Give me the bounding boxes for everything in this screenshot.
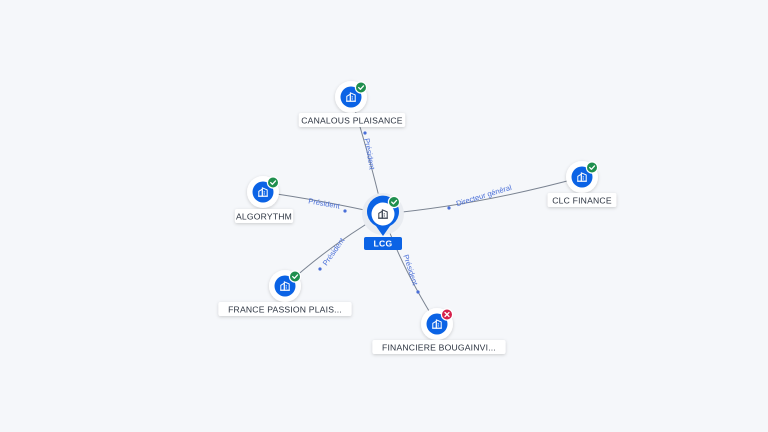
node-clc[interactable]: CLC FINANCE <box>547 161 617 207</box>
node-label-box <box>234 209 294 223</box>
edge-label: Président <box>321 235 347 267</box>
node-france-passion[interactable]: FRANCE PASSION PLAIS... <box>218 270 352 316</box>
node-circle <box>274 275 296 297</box>
edge-arrow-icon <box>343 209 347 213</box>
center-inner-circle <box>371 202 395 226</box>
active-check-icon <box>288 270 302 283</box>
node-label-box <box>298 113 406 127</box>
node-circle <box>252 181 274 203</box>
node-label: CLC FINANCE <box>552 195 612 205</box>
edge-arrow-icon <box>416 290 420 294</box>
node-circle <box>426 313 448 335</box>
edge-label: Président <box>362 138 377 172</box>
edge-arrow-icon <box>318 267 322 271</box>
center-label-box <box>364 237 402 250</box>
inactive-cross-icon <box>440 308 454 321</box>
nodes-layer: CANALOUS PLAISANCE ALGORYTHM CLC FINANCE FR… <box>218 81 617 354</box>
edge-line <box>382 176 583 215</box>
active-check-icon <box>266 176 280 189</box>
active-check-icon <box>354 81 368 94</box>
node-financiere[interactable]: FINANCIERE BOUGAINVI... <box>372 308 506 354</box>
node-circle <box>571 166 593 188</box>
edge-arrow-icon <box>447 206 451 210</box>
node-label-box <box>372 340 506 354</box>
node-canalous[interactable]: CANALOUS PLAISANCE <box>298 81 406 127</box>
node-lcg-center[interactable]: LCG <box>362 193 404 250</box>
node-algorythm[interactable]: ALGORYTHM <box>234 176 294 223</box>
edge-arrow-icon <box>363 131 367 135</box>
active-check-icon <box>387 195 401 209</box>
node-label: FINANCIERE BOUGAINVI... <box>382 342 496 352</box>
node-label: FRANCE PASSION PLAIS... <box>228 304 342 314</box>
node-circle <box>340 86 362 108</box>
node-label: ALGORYTHM <box>236 211 292 221</box>
node-label: CANALOUS PLAISANCE <box>301 115 403 125</box>
center-label: LCG <box>373 239 392 249</box>
edge-label: Président <box>308 196 342 211</box>
edge-label: Président <box>401 253 420 287</box>
active-check-icon <box>585 161 599 174</box>
node-label-box <box>547 193 617 207</box>
node-label-box <box>218 302 352 316</box>
